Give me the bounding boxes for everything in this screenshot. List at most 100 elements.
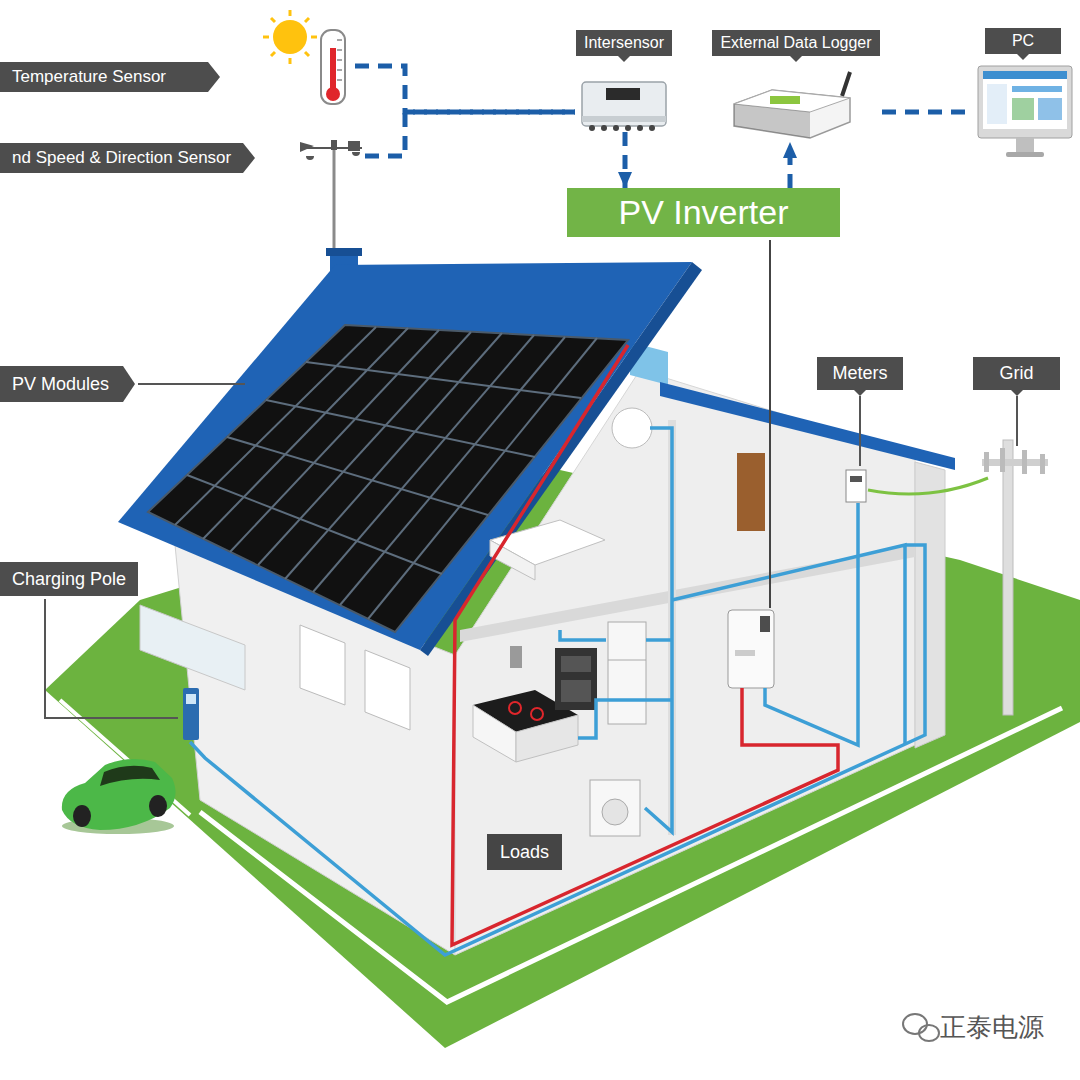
utility-pole-part (1003, 440, 1013, 715)
wind-sensor-part (300, 142, 314, 152)
wind-sensor-part (333, 145, 336, 258)
wechat-icon-part (903, 1014, 927, 1034)
pc-monitor-part (1038, 98, 1062, 120)
label-text: PC (1012, 32, 1034, 49)
ac-wiring-part (190, 545, 925, 955)
wind-sensor (300, 140, 362, 258)
utility-pole-part (1000, 448, 1005, 472)
grid-connection (868, 478, 988, 494)
label-text: Charging Pole (12, 569, 126, 589)
sun-icon-part-part (305, 52, 309, 56)
dashed-connector (355, 66, 575, 112)
label-text: Meters (832, 363, 887, 383)
pc-monitor-part (983, 71, 1067, 129)
wind-sensor-part (331, 140, 337, 150)
utility-pole-part (984, 452, 989, 472)
pc-monitor-part (1006, 152, 1044, 157)
wechat-icon-part (919, 1025, 939, 1041)
intersensor-device-part-part (625, 125, 631, 131)
thermometer-icon-part (330, 48, 336, 92)
dashed-connector (882, 110, 970, 115)
meter-device (846, 470, 866, 502)
appliances-part (555, 648, 597, 710)
callout-tag: Charging Pole (0, 562, 138, 596)
electric-car-part (149, 795, 167, 817)
device-callout: Intersensor (575, 28, 673, 132)
callout-tag: PC (985, 28, 1061, 54)
balcony-windows-part (365, 650, 410, 730)
thermometer-icon-part (321, 30, 345, 104)
ac-wiring-part (645, 428, 672, 832)
sun-icon-part-part (305, 18, 309, 22)
intersensor-device-part-part (613, 125, 619, 131)
pc-monitor-part (978, 66, 1072, 138)
pv-module-array-part-part (258, 332, 471, 565)
intersensor-device-part (606, 88, 640, 100)
utility-pole (982, 440, 1048, 715)
ac-wiring-part (765, 503, 858, 745)
inverter-box: PV Inverter (567, 188, 840, 237)
thermometer-icon-part (326, 87, 340, 101)
data-logger-device-part (770, 96, 800, 104)
inverter-device-part (735, 650, 755, 656)
pv-module-array-part-part (187, 475, 442, 574)
pc-monitor-part (1016, 138, 1034, 152)
intersensor-device-part-part (601, 125, 607, 131)
appliances-part (602, 799, 628, 825)
appliances-part (612, 408, 652, 448)
thermometer-icon-part (337, 40, 342, 80)
thermometer-icon-part-part (337, 59, 342, 61)
pv-module-array-part-part (175, 327, 376, 525)
thermometer-icon-part-part (337, 49, 342, 51)
leader-lines-part (859, 396, 861, 466)
sun-icon-part-part (271, 18, 275, 22)
sensor-callout: Temperature Sensor (0, 28, 355, 104)
dc-wiring-part (452, 345, 838, 945)
intersensor-device-part-part (649, 125, 655, 131)
label-text: PV Modules (12, 374, 109, 394)
sun-icon-part-part (311, 36, 317, 39)
side-roof (660, 382, 955, 470)
appliances-part (561, 680, 591, 702)
intersensor-device (582, 82, 666, 131)
house-walls-part (737, 453, 765, 531)
intersensor-device-part-part (637, 125, 643, 131)
wind-sensor-part (352, 152, 360, 156)
pv-module-array-part (148, 325, 628, 632)
appliances-part (490, 540, 535, 580)
appliances-part (590, 780, 640, 836)
callout-tag: Loads (487, 834, 562, 870)
side-roof-part (660, 382, 955, 470)
label-text: Grid (999, 363, 1033, 383)
ac-wiring (190, 428, 925, 955)
grid-connection-part (868, 478, 988, 494)
thermometer-icon-part-part (337, 79, 342, 81)
label-text: nd Speed & Direction Sensor (12, 148, 231, 167)
data-logger-device-part (842, 72, 850, 96)
callout-tag: Grid (973, 357, 1060, 390)
data-logger-device-part (734, 90, 850, 138)
utility-pole-part (1040, 454, 1045, 474)
dashed-connector (788, 142, 793, 188)
wind-sensor-part (306, 156, 314, 160)
callout-tag: Meters (817, 357, 903, 390)
pv-module-array-part-part (227, 437, 488, 515)
roof (118, 262, 702, 656)
dc-wiring (452, 345, 838, 945)
sensor-callout: nd Speed & Direction Sensor (0, 135, 365, 177)
label-text: External Data Logger (720, 34, 871, 51)
thermometer-icon-part-part (337, 39, 342, 41)
intersensor-device-part (589, 125, 655, 131)
meter-device-part (846, 470, 866, 502)
pc-monitor-part (1012, 98, 1034, 120)
callout-tag: Intersensor (576, 30, 672, 56)
chimney-part (326, 248, 362, 256)
electric-car-part (62, 759, 176, 830)
thermometer-icon (321, 30, 345, 104)
inverter-device-part (728, 610, 774, 688)
house-walls-part (915, 462, 945, 748)
callout-tag: External Data Logger (712, 30, 880, 56)
sun-icon-part (263, 10, 317, 64)
charging-pole-device (183, 688, 199, 740)
